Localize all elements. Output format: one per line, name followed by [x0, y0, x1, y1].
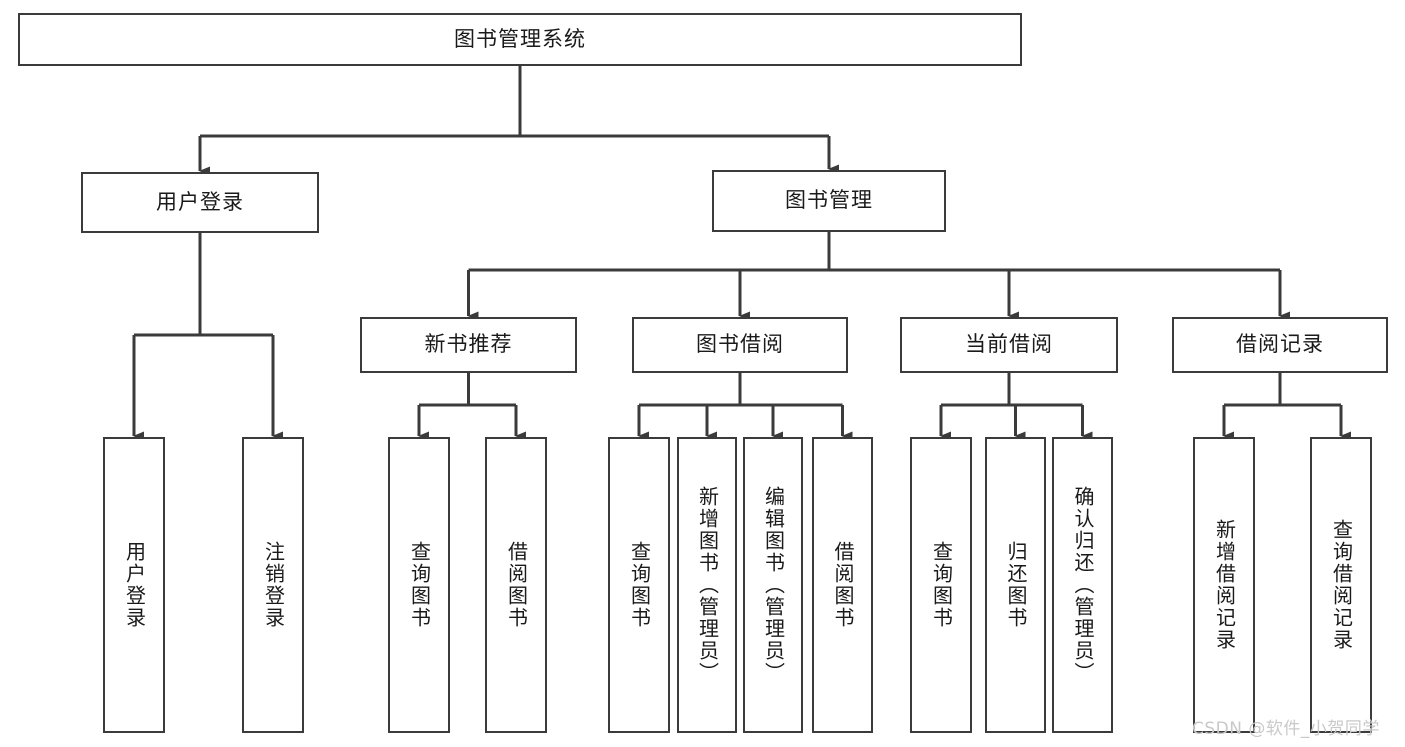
node-leaf-add-book-admin[interactable]: 新增图书（管理员）	[677, 437, 737, 733]
csdn-watermark: CSDN @软件_小贺同学	[1192, 719, 1380, 739]
node-leaf-user-logout[interactable]: 注销登录	[242, 437, 304, 733]
node-label: 用户登录	[156, 189, 244, 214]
node-leaf-query-book-recommend[interactable]: 查询图书	[388, 437, 450, 733]
node-current-borrow[interactable]: 当前借阅	[900, 317, 1118, 373]
node-label: 借阅记录	[1236, 332, 1324, 357]
node-label: 编辑图书（管理员）	[761, 486, 786, 684]
node-label: 查询借阅记录	[1329, 519, 1354, 651]
node-leaf-return-book[interactable]: 归还图书	[985, 437, 1046, 733]
node-label: 借阅图书	[504, 541, 529, 629]
node-leaf-borrow-book[interactable]: 借阅图书	[812, 437, 873, 733]
node-leaf-confirm-return-admin[interactable]: 确认归还（管理员）	[1052, 437, 1113, 733]
node-user-login[interactable]: 用户登录	[81, 172, 319, 233]
node-label: 图书管理	[785, 188, 873, 213]
node-leaf-edit-book-admin[interactable]: 编辑图书（管理员）	[743, 437, 803, 733]
node-leaf-query-book-current[interactable]: 查询图书	[910, 437, 972, 733]
node-leaf-query-borrow-record[interactable]: 查询借阅记录	[1310, 437, 1372, 733]
node-label: 新书推荐	[424, 332, 513, 357]
node-label: 图书借阅	[696, 332, 784, 357]
node-label: 当前借阅	[965, 332, 1053, 357]
node-label: 注销登录	[261, 541, 286, 629]
node-borrow-record[interactable]: 借阅记录	[1172, 317, 1388, 373]
node-leaf-user-login[interactable]: 用户登录	[103, 437, 165, 733]
node-label: 查询图书	[929, 541, 954, 629]
node-label: 用户登录	[122, 541, 147, 629]
node-book-management[interactable]: 图书管理	[712, 170, 946, 232]
node-label: 查询图书	[627, 541, 652, 629]
node-book-borrow[interactable]: 图书借阅	[632, 317, 848, 373]
node-leaf-borrow-book-recommend[interactable]: 借阅图书	[485, 437, 547, 733]
node-new-book-recommend[interactable]: 新书推荐	[360, 317, 577, 373]
node-label: 新增借阅记录	[1212, 519, 1237, 651]
node-label: 新增图书（管理员）	[695, 486, 720, 684]
node-label: 归还图书	[1004, 541, 1028, 629]
node-root-system[interactable]: 图书管理系统	[18, 13, 1022, 66]
node-leaf-query-book-borrow[interactable]: 查询图书	[608, 437, 670, 733]
node-leaf-add-borrow-record[interactable]: 新增借阅记录	[1193, 437, 1255, 733]
node-label: 图书管理系统	[454, 26, 586, 51]
node-label: 查询图书	[407, 541, 432, 629]
node-label: 借阅图书	[831, 541, 855, 629]
node-label: 确认归还（管理员）	[1071, 486, 1095, 684]
